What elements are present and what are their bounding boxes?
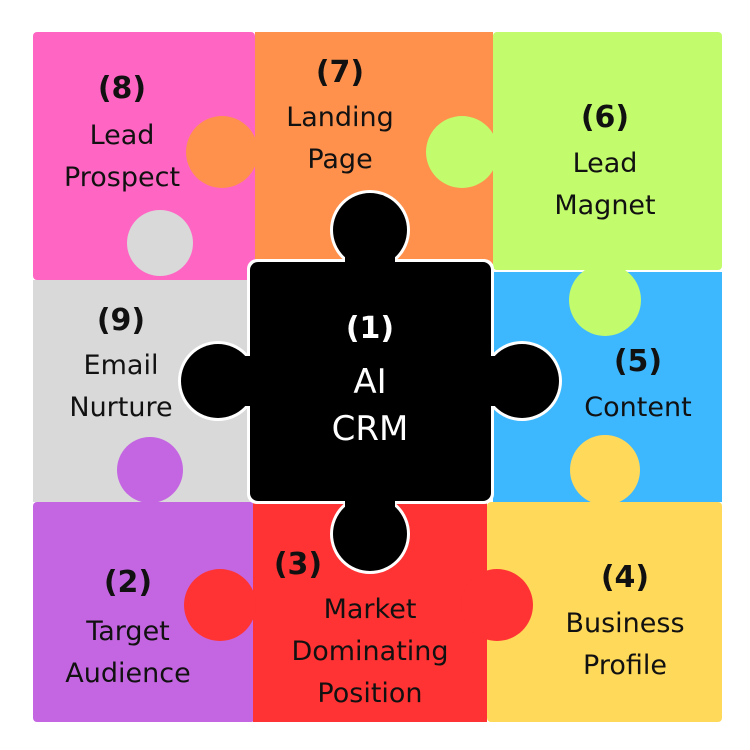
piece-target-audience: (2) Target Audience — [33, 502, 255, 722]
piece-7-label-line2: Page — [307, 144, 372, 175]
center-piece-shape — [181, 193, 559, 571]
piece-7-label-line1: Landing — [286, 102, 394, 133]
piece-9-label-line2: Nurture — [69, 392, 172, 423]
piece-3-left-tab — [184, 569, 256, 641]
piece-3-right-tab — [461, 569, 533, 641]
piece-5-label-line1: Content — [584, 392, 691, 423]
center-label-line1: AI — [353, 362, 386, 402]
piece-5-number: (5) — [614, 344, 662, 379]
piece-lead-prospect: (8) Lead Prospect — [33, 32, 255, 280]
piece-6-number: (6) — [581, 100, 629, 135]
piece-2-label-line1: Target — [85, 616, 170, 647]
piece-7-socket — [426, 116, 498, 188]
piece-8-body — [33, 32, 255, 280]
piece-7-tab — [186, 116, 258, 188]
piece-4-label-line1: Business — [565, 608, 684, 639]
piece-8-number: (8) — [98, 71, 146, 106]
piece-4-label-line2: Profile — [583, 650, 667, 681]
piece-3-label-line1: Market — [324, 594, 417, 625]
piece-5-socket — [569, 264, 641, 336]
piece-ai-crm: (1) AI CRM — [178, 190, 562, 574]
piece-6-label-line2: Magnet — [554, 190, 655, 221]
piece-market-dominating-position: (3) Market Dominating Position — [184, 498, 533, 722]
piece-3-label-line2: Dominating — [291, 636, 448, 667]
piece-4-number: (4) — [601, 560, 649, 595]
piece-business-profile: (4) Business Profile — [487, 502, 722, 722]
piece-2-label-line2: Audience — [65, 658, 190, 689]
piece-7-number: (7) — [316, 55, 364, 90]
piece-9-number: (9) — [97, 303, 145, 338]
piece-6-body — [493, 32, 722, 270]
piece-2-number: (2) — [104, 565, 152, 600]
piece-3-number: (3) — [274, 547, 322, 582]
piece-4-body — [487, 502, 722, 722]
piece-8-label-line1: Lead — [90, 120, 155, 151]
piece-9-label-line1: Email — [84, 350, 159, 381]
piece-9-tab — [117, 437, 183, 503]
piece-3-label-line3: Position — [317, 678, 422, 709]
piece-8-tab — [127, 210, 193, 276]
center-number: (1) — [346, 311, 394, 346]
piece-8-label-line2: Prospect — [64, 162, 180, 193]
piece-2-body — [33, 502, 255, 722]
piece-5-bottom-socket — [570, 435, 640, 505]
piece-6-label-line1: Lead — [573, 148, 638, 179]
piece-landing-page: (7) Landing Page — [186, 32, 498, 264]
center-label-line2: CRM — [332, 409, 409, 449]
